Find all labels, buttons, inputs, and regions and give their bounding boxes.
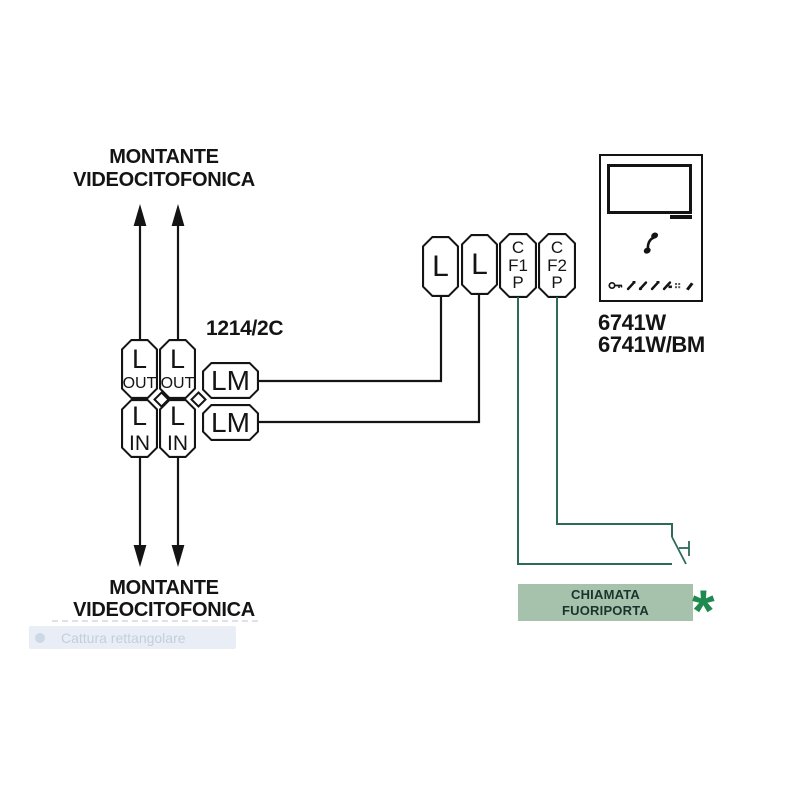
terminal-label: L bbox=[432, 249, 449, 283]
monitor-model-2: 6741W/BM bbox=[598, 332, 705, 357]
terminal-label: L bbox=[131, 344, 148, 374]
handset-icon bbox=[662, 281, 672, 291]
down-arrow-icon bbox=[171, 457, 185, 567]
up-arrow-icon bbox=[171, 204, 185, 340]
distributor-code: 1214/2C bbox=[206, 317, 284, 340]
monitor-screen bbox=[607, 164, 692, 214]
riser-label-top: MONTANTE VIDEOCITOFONICA bbox=[54, 146, 274, 192]
handset-icon bbox=[686, 282, 694, 291]
terminal-l2: L bbox=[461, 234, 498, 295]
terminal-label: F2 bbox=[547, 255, 567, 275]
terminal-label: C bbox=[550, 238, 564, 258]
riser-label-top-line1: MONTANTE bbox=[109, 146, 219, 168]
pushbutton-switch-icon bbox=[671, 536, 690, 565]
asterisk-note-mark: * bbox=[692, 579, 715, 644]
terminal-label: P bbox=[512, 273, 524, 293]
monitor-speaker-slot bbox=[670, 215, 692, 219]
terminal-label: L bbox=[131, 401, 148, 431]
key-icon bbox=[608, 281, 623, 290]
terminal-label: L bbox=[471, 247, 488, 281]
monitor-model-1: 6741W bbox=[598, 310, 666, 335]
riser-label-bottom-line2: VIDEOCITOFONICA bbox=[73, 599, 255, 621]
terminal-l1: L bbox=[422, 236, 459, 297]
capture-selection-dashes bbox=[52, 620, 258, 622]
terminal-label: C bbox=[511, 238, 525, 258]
down-arrow-icon bbox=[133, 457, 147, 567]
door-call-line1: CHIAMATA bbox=[571, 587, 640, 602]
monitor-button-icons bbox=[608, 281, 694, 291]
up-arrow-icon bbox=[133, 204, 147, 340]
keypad-icon bbox=[675, 283, 681, 289]
door-call-box: CHIAMATA FUORIPORTA bbox=[518, 584, 693, 621]
riser-label-bottom-line1: MONTANTE bbox=[109, 577, 219, 599]
terminal-label: OUT bbox=[160, 375, 195, 392]
terminal-label: OUT bbox=[122, 375, 157, 392]
terminal-label: IN bbox=[129, 432, 150, 455]
capture-toolbar-button[interactable]: Cattura rettangolare bbox=[29, 626, 236, 649]
riser-label-top-line2: VIDEOCITOFONICA bbox=[73, 169, 255, 191]
handset-icon bbox=[626, 281, 636, 291]
wire-lm-to-l1 bbox=[258, 296, 443, 383]
handset-icon bbox=[643, 232, 659, 254]
terminal-label: LM bbox=[211, 364, 250, 396]
terminal-label: LM bbox=[211, 406, 250, 438]
terminal-lm-bottom: LM bbox=[202, 404, 259, 441]
handset-icon bbox=[638, 281, 648, 291]
terminal-label: IN bbox=[167, 432, 188, 455]
terminal-label: L bbox=[169, 401, 186, 431]
door-call-line2: FUORIPORTA bbox=[562, 602, 649, 618]
terminal-label: L bbox=[169, 344, 186, 374]
terminal-label: P bbox=[551, 273, 563, 293]
terminal-cf1: C F1 P bbox=[499, 233, 537, 298]
wire-lm-to-l2 bbox=[258, 294, 481, 424]
monitor-models: 6741W 6741W/BM bbox=[598, 312, 705, 356]
terminal-label: F1 bbox=[508, 255, 528, 275]
terminal-cf2: C F2 P bbox=[538, 233, 576, 298]
terminal-lm-top: LM bbox=[202, 362, 259, 399]
capture-toolbar-label: Cattura rettangolare bbox=[61, 629, 186, 646]
riser-label-bottom: MONTANTE VIDEOCITOFONICA bbox=[54, 577, 274, 621]
capture-tool-icon bbox=[35, 632, 45, 643]
video-monitor-unit bbox=[599, 154, 703, 302]
handset-icon bbox=[650, 281, 660, 291]
